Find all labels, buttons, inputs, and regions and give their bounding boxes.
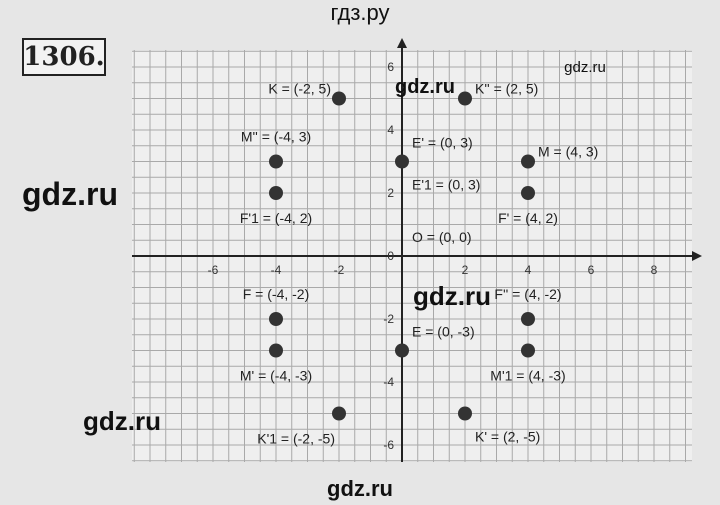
y-tick-label: 4 bbox=[387, 123, 394, 137]
x-tick-label: 4 bbox=[525, 263, 532, 277]
watermark: gdz.ru bbox=[22, 176, 118, 212]
data-point bbox=[395, 343, 409, 358]
y-tick-label: -2 bbox=[383, 312, 394, 326]
point-label: E'1 = (0, 3) bbox=[412, 177, 480, 193]
x-tick-label: 8 bbox=[651, 263, 658, 277]
data-point bbox=[521, 154, 535, 169]
watermark: gdz.ru bbox=[564, 59, 606, 76]
data-point bbox=[269, 343, 283, 358]
header-watermark: гдз.ру bbox=[330, 0, 390, 25]
point-label: K'' = (2, 5) bbox=[475, 81, 538, 97]
point-label: O = (0, 0) bbox=[412, 229, 472, 245]
watermark: gdz.ru bbox=[395, 76, 455, 98]
data-point bbox=[269, 154, 283, 169]
data-point bbox=[332, 91, 346, 106]
point-label: K' = (2, -5) bbox=[475, 429, 540, 445]
y-tick-label: -6 bbox=[383, 438, 394, 452]
point-label: M'' = (-4, 3) bbox=[241, 129, 311, 145]
y-tick-label: 6 bbox=[387, 60, 394, 74]
watermark: gdz.ru bbox=[83, 406, 161, 436]
point-label: M = (4, 3) bbox=[538, 144, 598, 160]
problem-number: 1306. bbox=[22, 38, 106, 76]
data-point bbox=[521, 343, 535, 358]
point-label: M' = (-4, -3) bbox=[240, 368, 312, 384]
data-point bbox=[458, 91, 472, 106]
data-point bbox=[332, 406, 346, 421]
x-tick-label: -2 bbox=[334, 263, 345, 277]
data-point bbox=[458, 406, 472, 421]
x-axis-arrow bbox=[692, 251, 702, 261]
point-label: E = (0, -3) bbox=[412, 324, 475, 340]
point-label: F = (-4, -2) bbox=[243, 286, 310, 302]
data-point bbox=[269, 186, 283, 200]
footer-watermark: gdz.ru bbox=[327, 476, 393, 501]
x-tick-label: 6 bbox=[588, 263, 595, 277]
x-tick-label: 2 bbox=[462, 263, 469, 277]
point-label: F'1 = (-4, 2) bbox=[240, 210, 312, 226]
point-label: F'' = (4, -2) bbox=[494, 286, 561, 302]
point-label: M'1 = (4, -3) bbox=[490, 368, 565, 384]
watermark: gdz.ru bbox=[413, 281, 491, 311]
x-tick-label: -6 bbox=[208, 263, 219, 277]
data-point bbox=[395, 154, 409, 169]
data-point bbox=[269, 312, 283, 326]
y-tick-label: -4 bbox=[383, 375, 394, 389]
point-label: E' = (0, 3) bbox=[412, 135, 473, 151]
point-label: K'1 = (-2, -5) bbox=[257, 431, 335, 447]
point-label: K = (-2, 5) bbox=[268, 81, 331, 97]
y-tick-label: 0 bbox=[387, 249, 394, 263]
data-point bbox=[521, 312, 535, 326]
point-label: F' = (4, 2) bbox=[498, 210, 558, 226]
y-tick-label: 2 bbox=[387, 186, 394, 200]
x-tick-label: -4 bbox=[271, 263, 282, 277]
y-axis-arrow bbox=[397, 38, 407, 48]
data-point bbox=[521, 186, 535, 200]
